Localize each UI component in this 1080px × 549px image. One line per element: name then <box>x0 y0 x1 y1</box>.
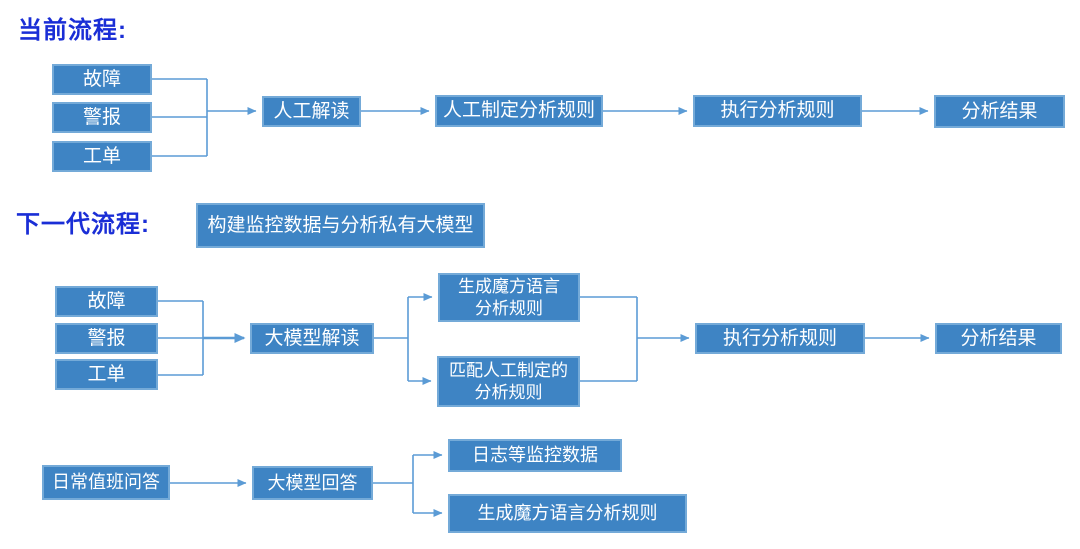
node-generate-cube-rules-line2: 分析规则 <box>475 298 543 318</box>
node-next-analysis-result: 分析结果 <box>935 323 1062 354</box>
node-current-alert: 警报 <box>52 102 152 133</box>
node-daily-duty-qa: 日常值班问答 <box>42 465 170 500</box>
node-log-monitor-data: 日志等监控数据 <box>448 439 622 472</box>
node-build-private-model: 构建监控数据与分析私有大模型 <box>196 203 485 248</box>
node-match-manual-rules-line2: 分析规则 <box>474 382 543 402</box>
heading-next-gen-process: 下一代流程: <box>16 211 150 238</box>
node-match-manual-rules-line1: 匹配人工制定的 <box>449 361 568 381</box>
node-current-ticket: 工单 <box>52 141 152 172</box>
node-llm-interpret: 大模型解读 <box>250 323 374 354</box>
node-match-manual-rules: 匹配人工制定的 分析规则 <box>437 356 580 407</box>
node-manual-interpret: 人工解读 <box>262 96 361 127</box>
node-current-analysis-result: 分析结果 <box>934 95 1065 128</box>
node-next-ticket: 工单 <box>55 359 158 390</box>
node-next-execute-rules: 执行分析规则 <box>695 323 865 354</box>
node-llm-answer: 大模型回答 <box>252 466 373 500</box>
node-current-execute-rules: 执行分析规则 <box>693 95 862 127</box>
node-manual-define-rules: 人工制定分析规则 <box>435 95 603 127</box>
node-next-fault: 故障 <box>55 286 158 317</box>
node-generate-cube-rules: 生成魔方语言 分析规则 <box>438 273 580 322</box>
node-current-fault: 故障 <box>52 64 152 95</box>
node-generate-cube-rules-line1: 生成魔方语言 <box>458 277 560 297</box>
node-qa-generate-cube-rules: 生成魔方语言分析规则 <box>448 494 687 533</box>
node-next-alert: 警报 <box>55 323 158 354</box>
heading-current-process: 当前流程: <box>18 17 127 44</box>
